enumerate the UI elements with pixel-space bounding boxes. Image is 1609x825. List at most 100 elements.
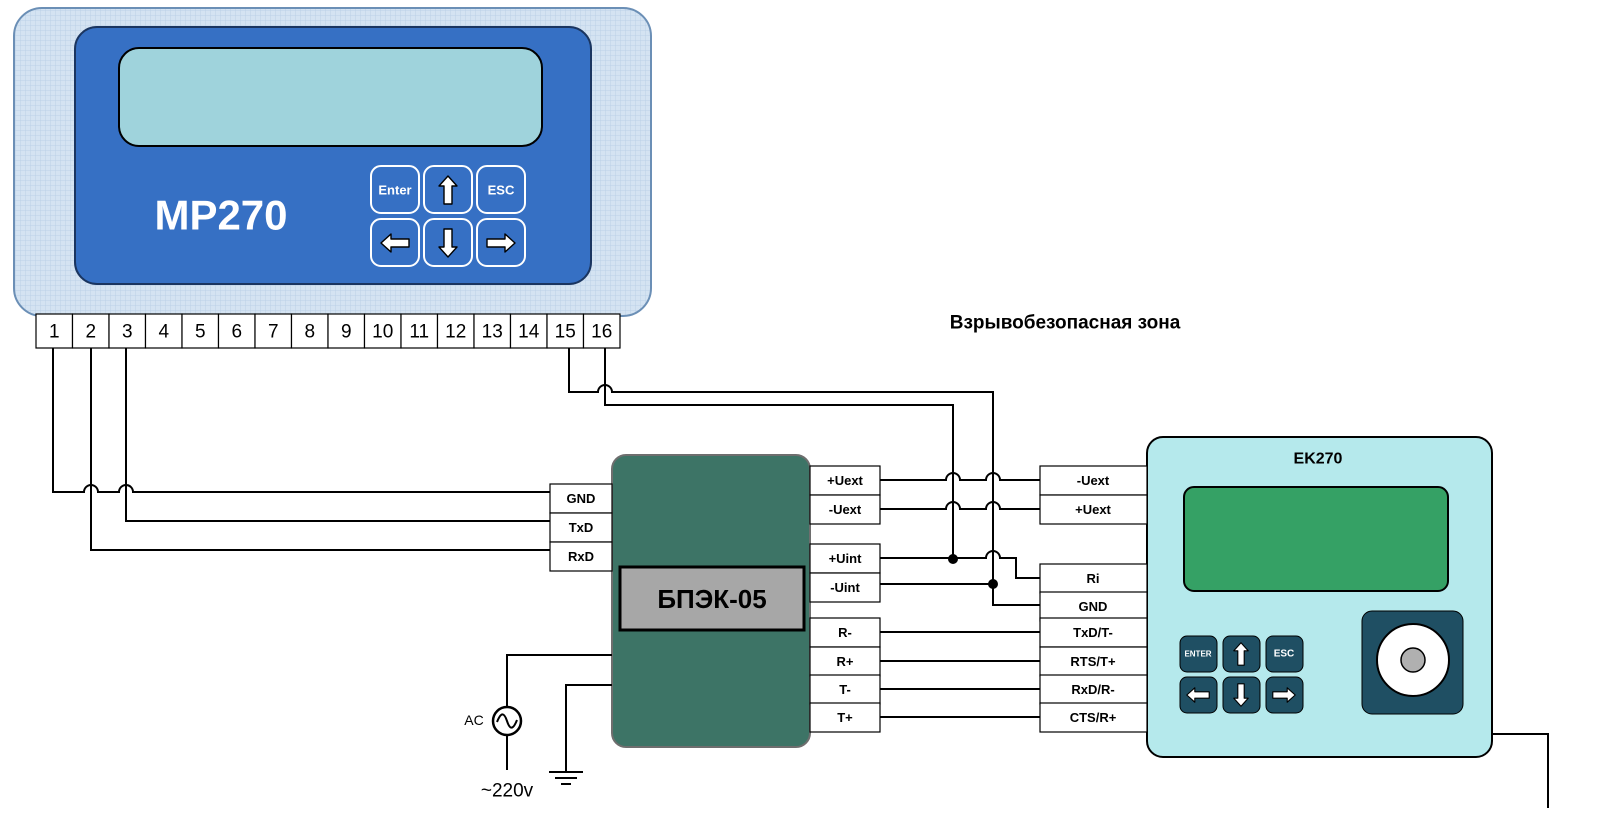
mr270-enter-label: Enter [378,183,411,198]
bpek-left-terminals: GND TxD RxD [549,483,613,572]
mr270-terminal-label: 5 [195,322,206,343]
ek270-esc-label: ESC [1274,649,1295,660]
ek270-terminal-label: -Uext [1077,473,1110,488]
wire-uext-minus [880,501,1040,510]
mr270-terminal [108,313,147,349]
bpek-right-terminal-label: +Uint [829,551,863,566]
bpek-right-terminal-label: +Uext [827,473,863,488]
ek270-enter-button[interactable] [1179,635,1218,673]
wire-uext-plus [880,472,1040,481]
mr270-terminal-label: 9 [341,322,352,343]
ground-icon [549,771,583,785]
mr270-enter-button[interactable] [370,165,420,214]
bpek-right-terminal-label: R+ [837,654,854,669]
mr270-terminal [144,313,183,349]
mr270-esc-button[interactable] [476,165,526,214]
wire-mr3-txd [125,348,550,522]
mr270-terminal [400,313,439,349]
wires [52,348,1549,808]
bpek-label-plate [618,565,806,632]
bpek-right-terminal [809,494,881,525]
mr270-terminal [509,313,548,349]
mr270-terminal-label: 14 [518,322,540,343]
bpek-left-terminal [549,541,613,572]
wire-mr2-rxd [90,348,550,551]
ek270-display [1183,486,1449,592]
bpek-left-terminal-label: GND [567,491,596,506]
bpek-title: БПЭК-05 [657,584,766,614]
mr270-terminal-label: 12 [445,322,466,343]
mr270-esc-label: ESC [488,183,515,198]
ek270-terminal [1039,702,1148,733]
mr270-terminal-label: 7 [268,322,279,343]
mr270-terminal-label: 6 [231,322,242,343]
mr270-terminal-label: 8 [304,322,315,343]
ek270-terminal-label: Ri [1087,571,1100,586]
mr270-terminal-label: 10 [372,322,393,343]
voltage-label: ~220v [481,781,534,802]
mr270-terminal-label: 3 [122,322,133,343]
mr270-title: MP270 [154,192,287,239]
wire-uint-minus-gnd [880,583,1040,606]
mr270-terminal [546,313,585,349]
ek270-terminal-label: +Uext [1075,502,1111,517]
mr270-terminal [582,313,621,349]
wire-ek270-out [1492,733,1549,808]
ek270-keypad: ENTER ESC [1179,635,1304,714]
mr270-terminal [473,313,512,349]
ek270-terminal-label: RxD/R- [1071,682,1114,697]
mr270-terminal [71,313,110,349]
ek270-terminal [1039,494,1148,525]
bpek-right-terminal [809,465,881,496]
mr270-terminal-label: 16 [591,322,612,343]
ek270-title: EK270 [1294,451,1343,468]
ac-label: AC [464,712,483,728]
zone-label: Взрывобезопасная зона [950,313,1181,334]
mr270-display [118,47,543,147]
mr270-terminal [217,313,256,349]
ek270-enter-label: ENTER [1184,650,1211,659]
ek270-terminal [1039,591,1148,622]
ek270-dial-center [1400,647,1426,673]
ek270-terminal-label: CTS/R+ [1070,710,1117,725]
bpek-right-terminal [809,572,881,603]
mr270-terminal-label: 13 [482,322,503,343]
ek270-terminal [1039,563,1148,594]
bpek-left-terminal [549,512,613,543]
mr270-terminal [181,313,220,349]
bpek-right-terminal [809,702,881,733]
ek270-terminal [1039,465,1148,496]
mr270-terminal [436,313,475,349]
bpek-left-terminal-label: TxD [569,520,594,535]
wire-mr16 [604,348,954,558]
wire-ac-top [506,654,612,706]
mr270-keypad: Enter ESC [370,165,526,267]
mr270-terminal [363,313,402,349]
bpek-right-terminal-label: R- [838,625,852,640]
bpek-right-terminal-label: T- [839,682,851,697]
ek270-terminal-label: TxD/T- [1073,625,1113,640]
wire-ground [565,684,612,771]
bpek-right-terminal-label: -Uint [830,580,860,595]
ac-source: AC ~220v [464,705,534,802]
ek270-terminal [1039,674,1148,705]
mr270-terminal [254,313,293,349]
mr270-terminal-label: 11 [409,322,429,343]
bpek-right-terminal-label: -Uext [829,502,862,517]
junction-dot [948,554,958,564]
ek270-esc-button[interactable] [1265,635,1304,673]
bpek-right-terminal-label: T+ [837,710,853,725]
ek270-terminal [1039,617,1148,648]
ek270-terminal-label: GND [1079,599,1108,614]
mr270-terminal-label: 4 [158,322,169,343]
mr270-terminal-label: 1 [49,322,60,343]
bpek-left-terminal-label: RxD [568,549,594,564]
bpek-device: БПЭК-05 GND TxD RxD +Uext -Uext +Uint -UintR-… [549,454,881,748]
sine-wave-icon [496,713,518,729]
ek270-device: EK270 ENTER ESC -Uext+UextRiGNDTxD/T-RTS… [1039,436,1493,758]
